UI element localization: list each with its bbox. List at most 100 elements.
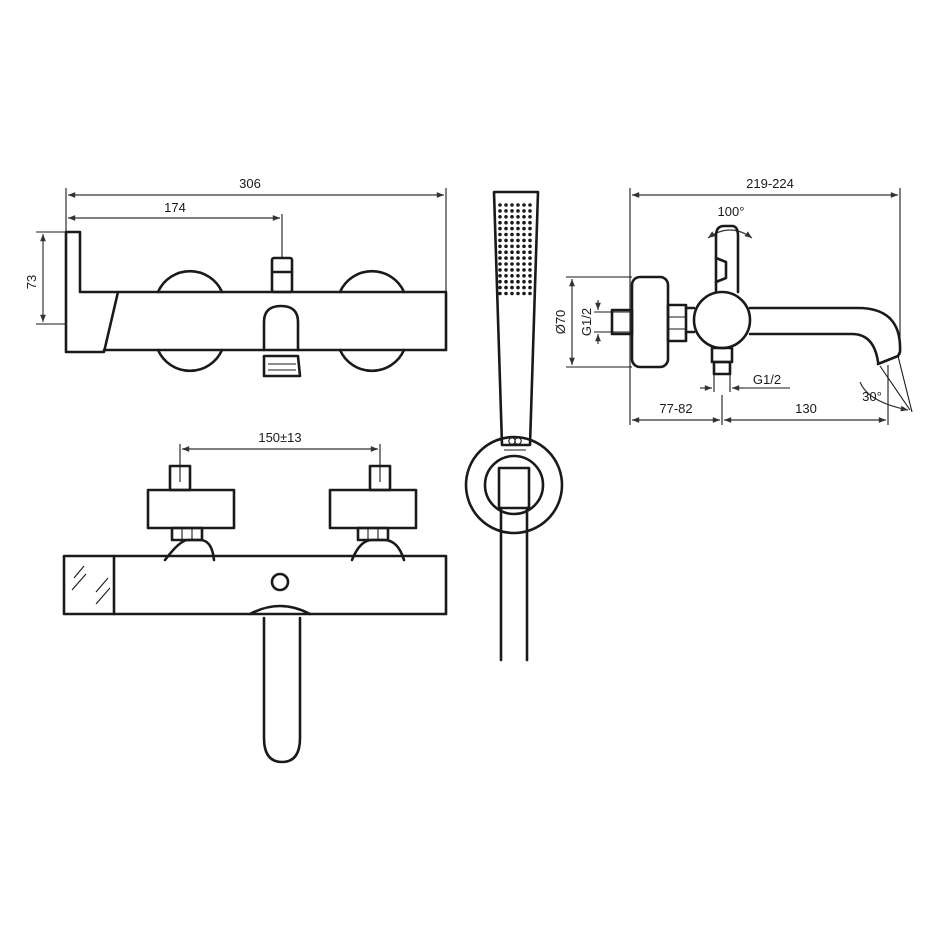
- nozzle: [528, 220, 532, 225]
- nozzle: [516, 215, 520, 219]
- side-body: [692, 290, 752, 350]
- nozzle: [522, 203, 526, 207]
- dim-rosette-diameter: Ø70: [553, 276, 632, 368]
- side-spout-upper: [748, 306, 902, 358]
- nozzle: [528, 250, 532, 254]
- side-view: 219-224 100° Ø70 G1/2: [553, 176, 913, 425]
- nozzle: [504, 262, 508, 266]
- nozzle: [528, 215, 532, 219]
- nozzle: [498, 268, 502, 272]
- lever-rotation-arc: [707, 229, 753, 239]
- nozzle: [528, 291, 532, 296]
- nozzle: [510, 262, 514, 266]
- nozzle: [516, 279, 520, 284]
- nozzle: [516, 250, 520, 254]
- nozzle: [522, 285, 526, 290]
- nozzle: [528, 238, 532, 243]
- nut-left: [170, 526, 204, 542]
- nozzle: [498, 203, 502, 207]
- nozzle: [516, 220, 520, 225]
- spout-outlet: [876, 354, 900, 366]
- diverter-knob: [270, 256, 294, 294]
- dim-spout-reach: 130: [724, 401, 886, 423]
- nozzle: [528, 262, 532, 266]
- spout-top: [262, 304, 300, 352]
- nozzle: [528, 226, 532, 231]
- height-label: 73: [24, 275, 39, 289]
- mixer-body: [102, 290, 448, 352]
- nozzle: [498, 226, 502, 231]
- nozzle: [522, 244, 526, 249]
- top-view: 306 174 73: [24, 176, 448, 378]
- dim-height: 73: [24, 231, 66, 325]
- nozzle: [510, 220, 514, 225]
- depth-label: 219-224: [746, 176, 794, 191]
- nozzle: [504, 209, 508, 213]
- nozzle: [528, 209, 532, 213]
- spout-collar: [248, 604, 312, 616]
- nozzle: [516, 232, 520, 237]
- lever-pivot: [714, 256, 728, 284]
- connector-right: [350, 538, 406, 562]
- front-view: 150±13: [62, 430, 448, 764]
- spout-aerator: [262, 354, 302, 378]
- nozzle: [510, 274, 514, 278]
- shower-handle: [492, 190, 540, 447]
- side-lever: [714, 224, 740, 294]
- side-bottom-nut: [710, 346, 734, 364]
- spout-reach-label: 130: [795, 401, 817, 416]
- side-rosette: [630, 275, 670, 369]
- shower-holder-inner: [483, 454, 545, 516]
- nut-right: [356, 526, 390, 542]
- nozzle: [510, 238, 514, 243]
- nozzle: [510, 279, 514, 284]
- nozzle: [504, 285, 508, 290]
- logo-circle-left: [508, 437, 516, 445]
- nozzle: [522, 209, 526, 213]
- nozzle: [504, 256, 508, 260]
- dim-depth: 219-224: [629, 176, 901, 425]
- lever-rotation-label: 100°: [718, 204, 745, 219]
- nozzle: [504, 203, 508, 207]
- nozzle: [522, 238, 526, 243]
- inlet-thread-label: G1/2: [579, 308, 594, 336]
- nozzle: [522, 215, 526, 219]
- nozzle: [528, 203, 532, 207]
- nozzle: [498, 220, 502, 225]
- nozzle: [498, 285, 502, 290]
- nozzle: [498, 291, 502, 296]
- nozzle: [498, 244, 502, 249]
- nozzle: [522, 279, 526, 284]
- nozzle: [516, 285, 520, 290]
- dim-spout-angle: 30°: [859, 355, 913, 413]
- nozzle: [516, 209, 520, 213]
- spout-angle-label: 30°: [862, 389, 882, 404]
- rosette-right-bottom: [338, 348, 406, 373]
- nozzle: [522, 250, 526, 254]
- nozzle: [516, 244, 520, 249]
- front-body: [62, 554, 448, 616]
- nozzle: [498, 215, 502, 219]
- nozzle: [510, 209, 514, 213]
- nozzle: [522, 268, 526, 272]
- nozzle: [510, 226, 514, 231]
- nozzle: [528, 232, 532, 237]
- nozzle: [510, 203, 514, 207]
- rosette-left-top: [156, 269, 224, 294]
- hand-shower: [464, 190, 564, 662]
- nozzle: [516, 274, 520, 278]
- wall-to-axis-label: 77-82: [659, 401, 692, 416]
- nozzle: [516, 238, 520, 243]
- rosette-left: [146, 488, 236, 530]
- nozzle: [516, 291, 520, 296]
- dim-inlet-centers: 150±13: [179, 430, 381, 482]
- nozzle: [516, 268, 520, 272]
- nozzle: [522, 274, 526, 278]
- dim-diverter-offset: 174: [68, 200, 283, 258]
- nozzle: [510, 215, 514, 219]
- dim-wall-to-axis: 77-82: [632, 401, 720, 423]
- nozzle: [498, 250, 502, 254]
- spout-front: [262, 616, 302, 764]
- nozzle: [504, 279, 508, 284]
- diverter-offset-label: 174: [164, 200, 186, 215]
